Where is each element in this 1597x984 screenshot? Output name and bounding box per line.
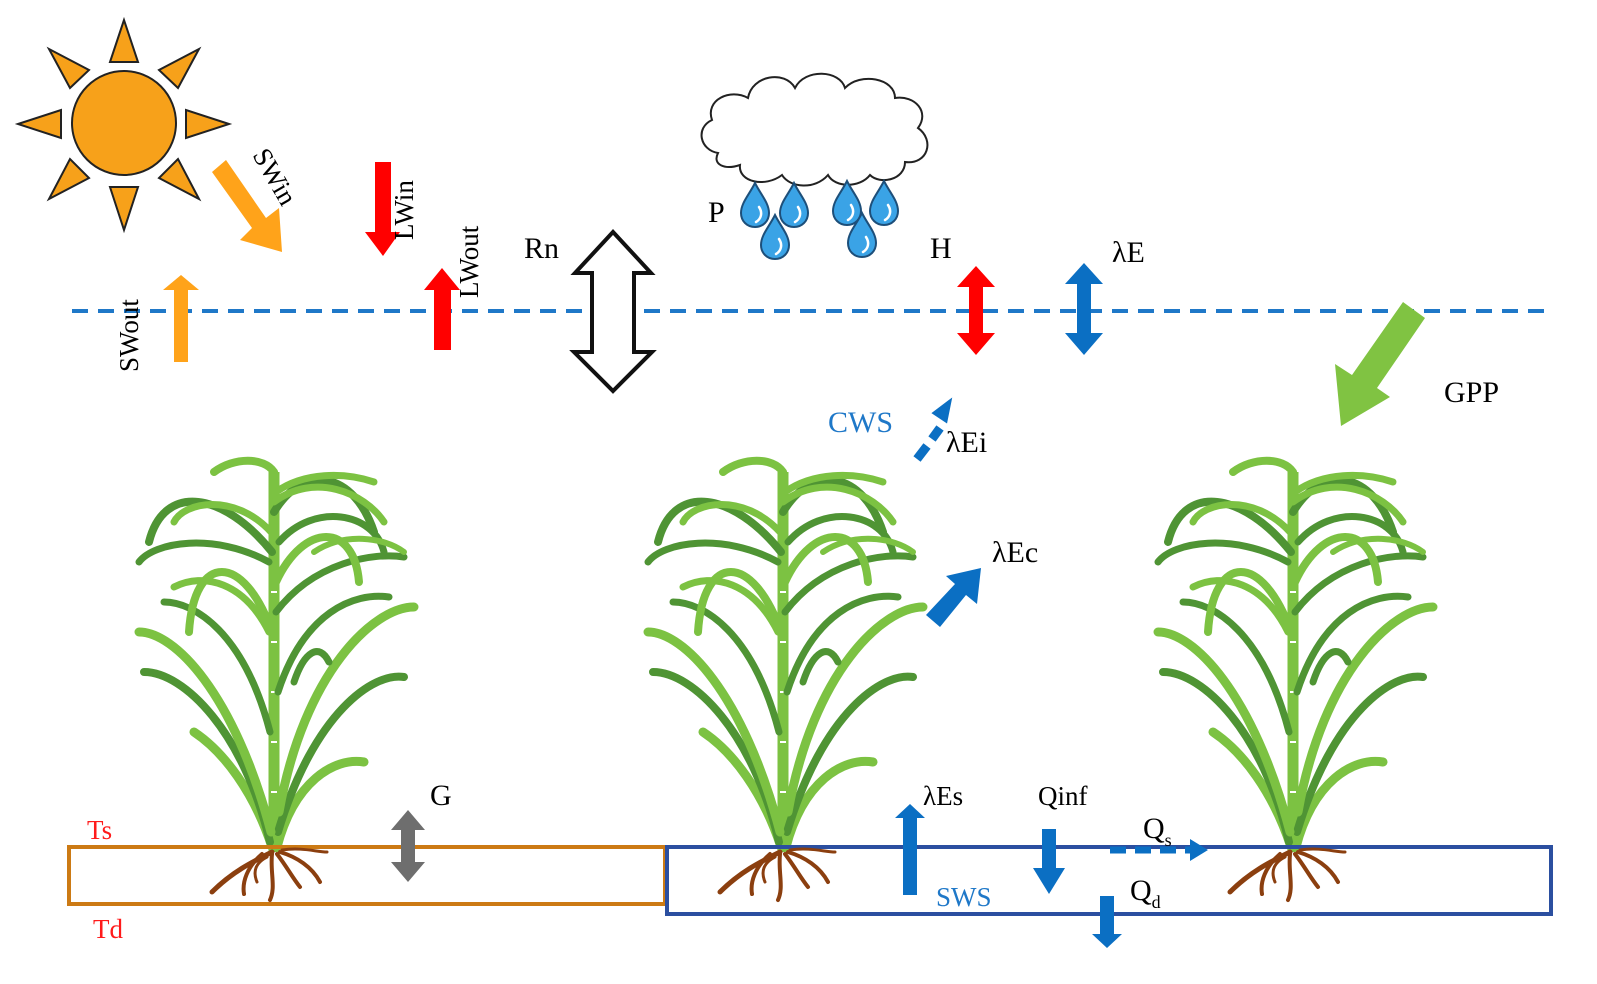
surface-runoff-label: Qs bbox=[1143, 812, 1172, 850]
gpp-label: GPP bbox=[1444, 376, 1499, 409]
latent-heat-label: λE bbox=[1112, 236, 1145, 269]
roots-icon bbox=[1230, 849, 1345, 900]
drainage-arrow bbox=[1092, 896, 1122, 948]
drainage-base: Q bbox=[1130, 874, 1152, 907]
raindrop-icon bbox=[868, 179, 900, 227]
lw-out-arrow bbox=[424, 268, 460, 350]
dry-soil-layer bbox=[67, 845, 667, 906]
canopy-water-storage-label: CWS bbox=[828, 406, 893, 439]
surface-temperature-label: Ts bbox=[87, 815, 112, 845]
sw-out-label: SWout bbox=[114, 299, 144, 372]
raindrop-icon bbox=[739, 181, 771, 229]
surface-runoff-arrow bbox=[1110, 839, 1208, 861]
sw-in-arrow bbox=[212, 160, 282, 252]
sun-icon bbox=[14, 16, 233, 234]
raindrop-icon bbox=[778, 181, 810, 229]
soil-evaporation-arrow bbox=[895, 804, 925, 895]
surface-runoff-subscript: s bbox=[1165, 830, 1172, 850]
surface-runoff-base: Q bbox=[1143, 812, 1165, 845]
soil-water-storage-label: SWS bbox=[936, 882, 992, 912]
roots-icon bbox=[212, 849, 327, 900]
roots-icon bbox=[720, 849, 835, 900]
sensible-heat-arrow bbox=[957, 266, 995, 355]
infiltration-label: Qinf bbox=[1038, 781, 1088, 811]
soil-evaporation-label: λEs bbox=[923, 781, 963, 811]
lw-in-label: LWin bbox=[389, 180, 419, 240]
gpp-arrow bbox=[1335, 302, 1425, 426]
interception-evaporation-label: λEi bbox=[946, 426, 987, 459]
sw-out-arrow bbox=[163, 275, 199, 362]
precipitation-label: P bbox=[708, 196, 725, 229]
infiltration-arrow bbox=[1033, 829, 1065, 894]
latent-heat-arrow bbox=[1065, 263, 1103, 355]
drainage-subscript: d bbox=[1152, 892, 1161, 912]
plant-icon bbox=[1158, 461, 1433, 852]
plant-icon bbox=[648, 461, 923, 852]
interception-evaporation-arrow bbox=[913, 397, 953, 462]
raindrop-icon bbox=[831, 179, 863, 227]
plant-icon bbox=[139, 461, 414, 852]
sw-in-label: SWin bbox=[247, 143, 303, 211]
rn-arrow bbox=[569, 229, 657, 394]
ground-heat-arrow bbox=[391, 810, 425, 882]
deep-temperature-label: Td bbox=[93, 914, 123, 944]
canopy-transpiration-label: λEc bbox=[992, 536, 1038, 569]
rn-label: Rn bbox=[524, 232, 559, 265]
lw-out-label: LWout bbox=[454, 225, 484, 298]
lw-in-arrow bbox=[365, 162, 400, 256]
ground-heat-label: G bbox=[430, 779, 452, 812]
drainage-label: Qd bbox=[1130, 874, 1161, 912]
cloud-icon bbox=[700, 72, 929, 187]
sensible-heat-label: H bbox=[930, 232, 952, 265]
canopy-transpiration-arrow bbox=[926, 568, 981, 627]
